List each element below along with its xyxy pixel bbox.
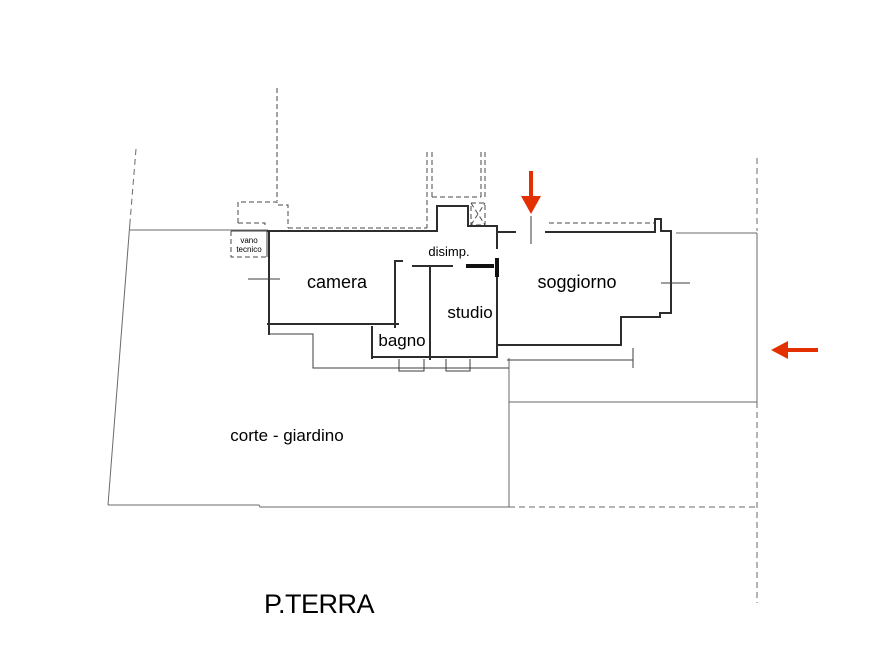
- terrace-edge-left: [269, 333, 509, 369]
- wall-right-camera: [394, 260, 403, 328]
- arrow-down-stem: [529, 171, 533, 197]
- label-vano-tecnico-line2: tecnico: [236, 245, 262, 254]
- label-disimpegno: disimp.: [428, 244, 469, 259]
- vano-tecnico-box: [231, 230, 268, 257]
- room-labels: camera soggiorno studio bagno disimp. va…: [230, 236, 616, 445]
- entrance-arrow-down-icon: [521, 171, 541, 214]
- shaft-hatched-box: [470, 202, 486, 226]
- window-box-studio: [445, 359, 471, 372]
- label-vano-tecnico-line1: vano: [240, 236, 258, 245]
- label-studio: studio: [447, 303, 492, 322]
- label-soggiorno: soggiorno: [537, 272, 616, 292]
- wall-top-bay: [436, 205, 516, 233]
- vano-tecnico-dashed-edges: [230, 231, 267, 258]
- boundary-left-solid: [107, 221, 131, 506]
- boundary-left-dashed: [129, 148, 137, 223]
- dashed-box-left-bottom: [238, 222, 266, 228]
- arrow-left-head: [771, 341, 788, 359]
- wall-top-right-jog: [654, 218, 672, 233]
- window-box-bagno: [398, 359, 425, 372]
- building-walls: [267, 205, 672, 360]
- arrow-left-stem: [787, 348, 818, 352]
- dashed-box-left: [237, 201, 289, 228]
- arrow-down-head: [521, 196, 541, 214]
- boundary-bottom-solid: [108, 504, 509, 508]
- label-camera: camera: [307, 272, 368, 292]
- property-boundary: [107, 148, 758, 603]
- plan-title: P.TERRA: [264, 589, 375, 619]
- terrace-edge-right: [507, 348, 634, 368]
- plan-details: [231, 216, 690, 372]
- label-bagno: bagno: [378, 331, 425, 350]
- label-corte-giardino: corte - giardino: [230, 426, 343, 445]
- entrance-arrow-left-icon: [771, 341, 818, 359]
- upper-floor-dashed-outline: [230, 88, 655, 258]
- wall-bottom-soggiorno-steps: [496, 312, 672, 346]
